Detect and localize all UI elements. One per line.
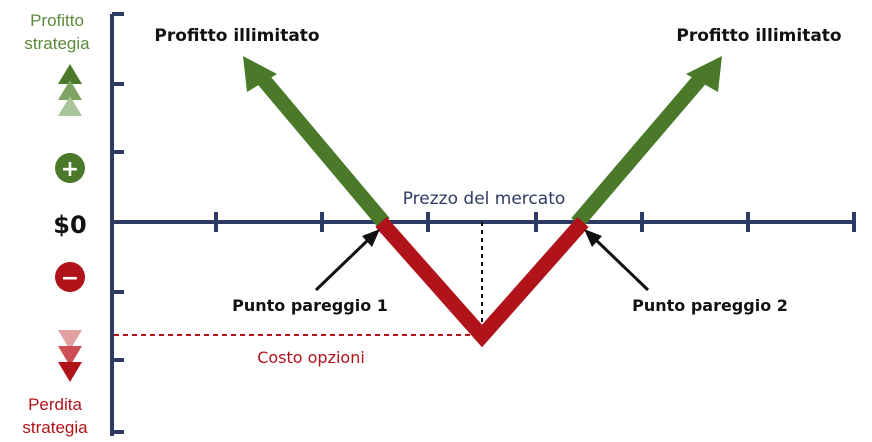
plus-symbol: + <box>61 157 79 182</box>
profit-leg-left <box>251 67 390 228</box>
breakeven-arrowhead-1 <box>362 229 380 247</box>
plus-circle-icon: + <box>55 153 85 183</box>
profit-right-label: Profitto illimitato <box>676 26 841 46</box>
profit-arrowhead-left <box>243 56 277 92</box>
breakeven-2-label: Punto pareggio 2 <box>632 296 788 315</box>
minus-circle-icon: − <box>55 262 85 292</box>
down-triangle-icon <box>58 346 82 366</box>
profit-left-label: Profitto illimitato <box>154 26 319 46</box>
down-triangle-icon <box>58 362 82 382</box>
breakeven-arrow-1 <box>314 238 370 292</box>
y-bottom-label-line1: Perdita <box>28 395 82 414</box>
up-triangle-icon <box>58 80 82 100</box>
up-triangle-icon <box>58 64 82 84</box>
loss-segment <box>375 217 589 348</box>
breakeven-arrow-2 <box>594 238 650 292</box>
y-top-label-line1: Profitto <box>30 11 84 30</box>
zero-label: $0 <box>53 211 86 239</box>
breakeven-1-label: Punto pareggio 1 <box>232 296 388 315</box>
y-bottom-label-line2: strategia <box>22 418 88 437</box>
down-arrows-icon <box>58 330 82 382</box>
minus-circle-bg <box>55 262 85 292</box>
breakeven-arrowhead-2 <box>584 229 602 247</box>
down-triangle-icon <box>58 330 82 350</box>
minus-symbol: − <box>61 266 79 291</box>
plus-circle-bg <box>55 153 85 183</box>
up-arrows-icon <box>58 64 82 116</box>
profit-arrowhead-right <box>686 56 722 92</box>
x-ticks <box>214 212 856 232</box>
cost-label: Costo opzioni <box>257 348 365 367</box>
profit-leg-right <box>571 67 712 228</box>
x-axis-label: Prezzo del mercato <box>403 189 566 209</box>
y-top-label-line2: strategia <box>24 34 90 53</box>
up-triangle-icon <box>58 96 82 116</box>
